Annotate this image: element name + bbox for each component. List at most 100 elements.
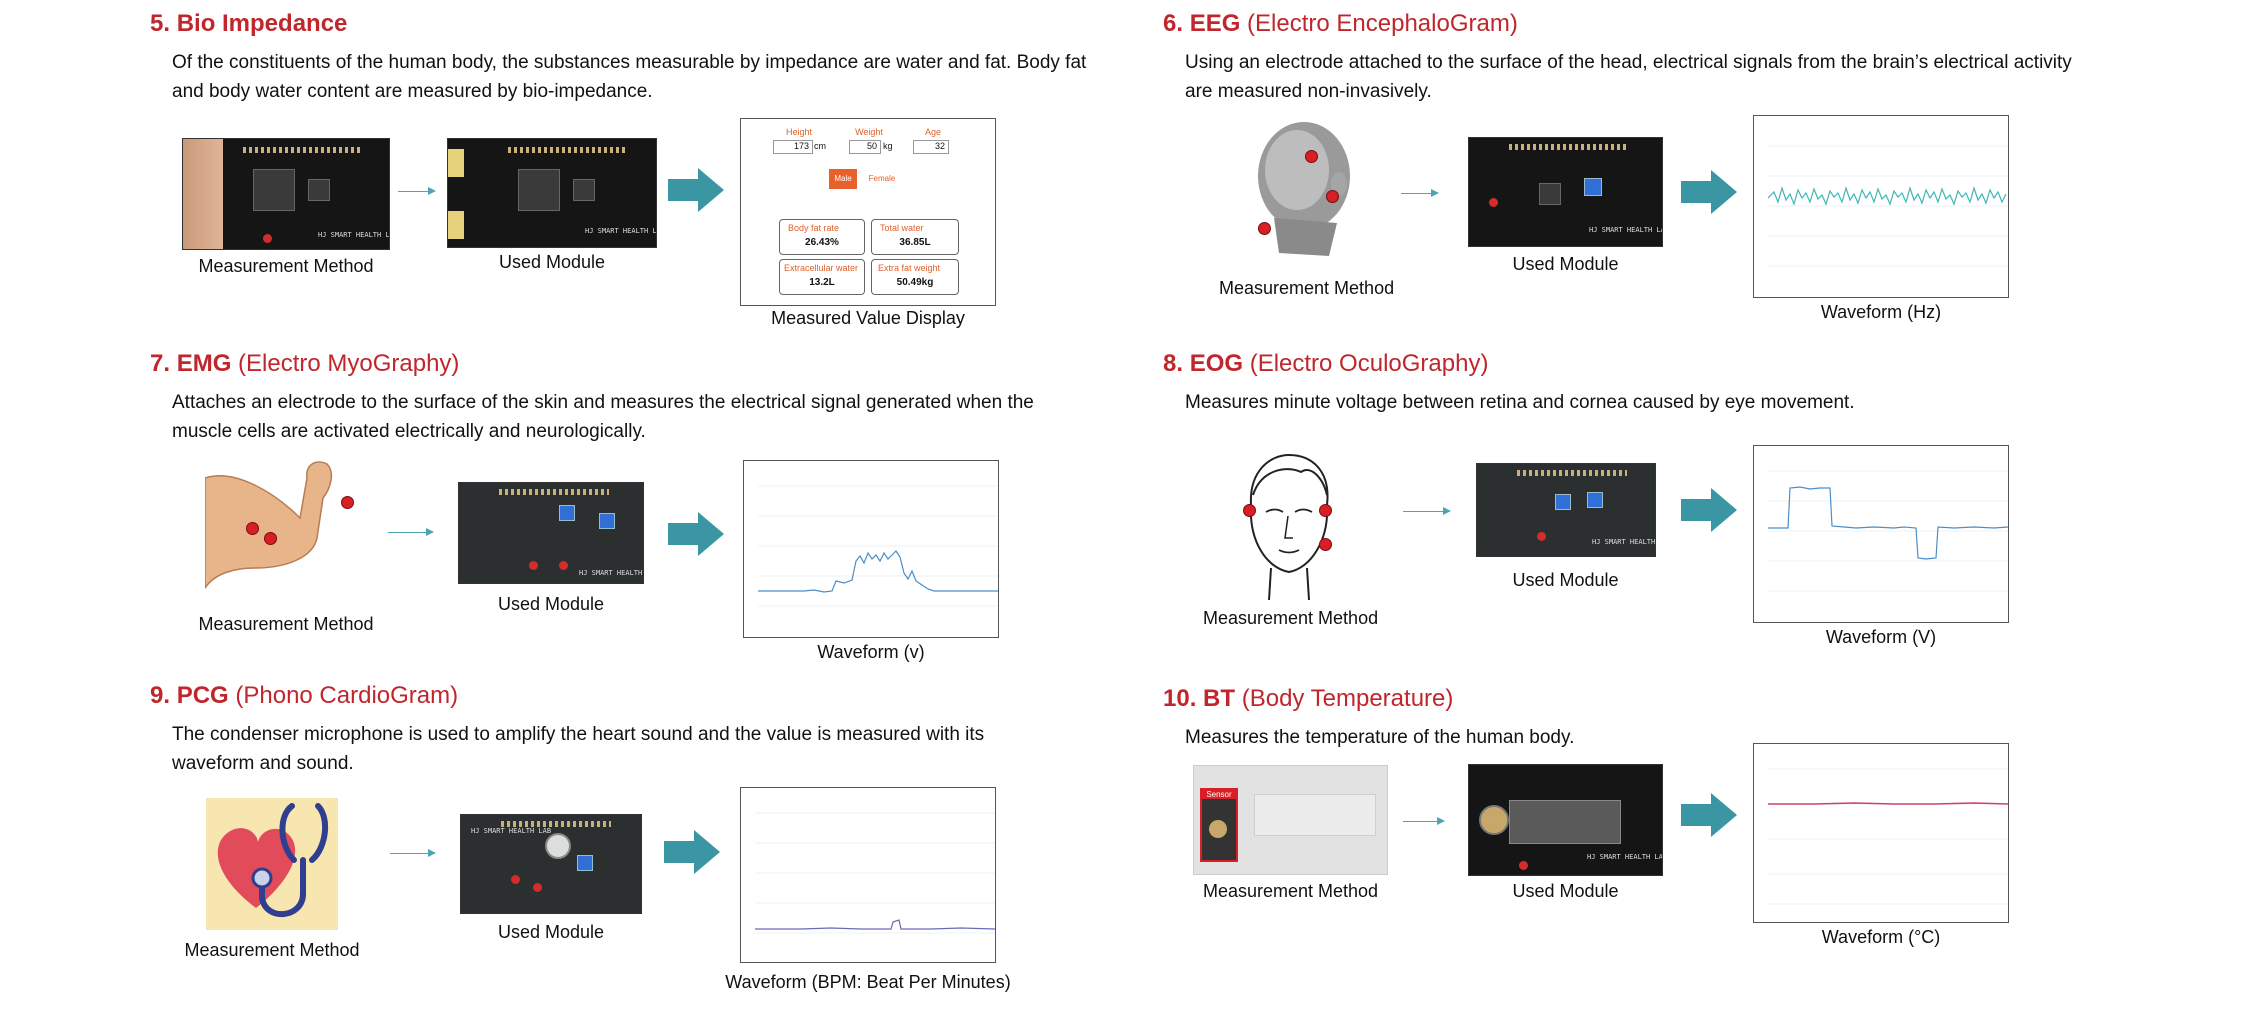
section-description: The condenser microphone is used to ampl… <box>172 720 984 778</box>
section-title: 8. EOG (Electro OculoGraphy) <box>1163 350 1488 378</box>
description-line: The condenser microphone is used to ampl… <box>172 724 985 745</box>
board-outline <box>1509 800 1621 844</box>
sensor-icon <box>1479 805 1509 835</box>
pcb-label: HJ SMART HEALTH LAB <box>1587 853 1663 861</box>
measurement-method-image: Sensor <box>1193 765 1388 875</box>
height-unit: cm <box>814 141 826 151</box>
potentiometer-icon <box>599 513 615 529</box>
caption-measurement-method: Measurement Method <box>1219 278 1395 298</box>
weight-field[interactable]: 50 <box>849 140 881 154</box>
chip-icon <box>308 179 330 201</box>
thin-arrow-icon <box>390 849 436 857</box>
electrode-marker-icon <box>1305 150 1318 163</box>
section-abbr: EEG <box>1189 10 1241 37</box>
section-pcg: 9. PCG (Phono CardioGram) The condenser … <box>150 682 1100 1018</box>
measured-value-display: Height Weight Age 173 cm 50 kg 32 Male F… <box>740 118 996 306</box>
section-number: 8. <box>1163 350 1184 377</box>
electrode-pad-icon <box>448 149 464 177</box>
section-title: 7. EMG (Electro MyoGraphy) <box>150 350 459 378</box>
electrode-marker-icon <box>1258 222 1271 235</box>
description-line: are measured non-invasively. <box>1185 81 1432 102</box>
section-description: Attaches an electrode to the surface of … <box>172 388 1034 446</box>
used-module-image: HJ SMART HEALTH LAB <box>1468 137 1663 247</box>
pin-header-icon <box>508 147 628 153</box>
pcb-label: HJ SMART HEALTH LAB <box>471 827 552 835</box>
section-full-name: (Electro MyoGraphy) <box>238 350 460 377</box>
electrode-marker-icon <box>1243 504 1256 517</box>
extra-fat-weight-result: Extra fat weight 50.49kg <box>871 259 959 295</box>
section-abbr: PCG <box>176 682 229 709</box>
section-number: 5. <box>150 10 171 37</box>
caption-used-module: Used Module <box>1512 881 1619 901</box>
electrode-pad-icon <box>448 211 464 239</box>
waveform-chart <box>1753 445 2009 623</box>
caption-used-module: Used Module <box>497 922 605 942</box>
face-icon <box>1249 453 1329 600</box>
electrode-marker-icon <box>1319 504 1332 517</box>
description-line: Measures the temperature of the human bo… <box>1185 727 1575 748</box>
waveform-chart <box>740 787 996 963</box>
led-icon <box>263 234 272 243</box>
chip-icon <box>253 169 295 211</box>
potentiometer-icon <box>1587 492 1603 508</box>
body-fat-value: 26.43% <box>805 237 839 248</box>
description-line: Of the constituents of the human body, t… <box>172 52 1087 73</box>
waveform-plot <box>1768 470 2008 592</box>
pin-header-icon <box>501 821 611 827</box>
board-outline <box>1254 794 1376 836</box>
capacitor-icon <box>533 883 542 892</box>
capacitor-icon <box>511 875 520 884</box>
pcb-label: HJ SMART HEALTH LAB <box>318 231 390 239</box>
description-line: waveform and sound. <box>172 753 354 774</box>
microphone-icon <box>545 833 571 859</box>
thin-arrow-icon <box>1401 189 1439 197</box>
head-icon <box>1258 122 1350 256</box>
finger-icon <box>183 139 223 249</box>
big-arrow-icon <box>664 830 720 874</box>
used-module-image: HJ SMART HEALTH LAB <box>1476 463 1656 557</box>
section-title: 10. BT (Body Temperature) <box>1163 685 1453 713</box>
pin-header-icon <box>243 147 363 153</box>
led-icon <box>1489 198 1498 207</box>
height-label: Height <box>785 127 812 137</box>
section-number: 10. <box>1163 685 1197 712</box>
section-eeg: 6. EEG (Electro EncephaloGram) Using an … <box>1163 10 2163 340</box>
electrode-marker-icon <box>1319 538 1332 551</box>
sensor-icon <box>1209 820 1227 838</box>
potentiometer-icon <box>1555 494 1571 510</box>
caption-waveform: Waveform (V) <box>1825 627 1937 647</box>
age-field[interactable]: 32 <box>913 140 949 154</box>
section-eog: 8. EOG (Electro OculoGraphy) Measures mi… <box>1163 350 2163 680</box>
caption-used-module: Used Module <box>497 594 605 614</box>
caption-measured-value-display: Measured Value Display <box>771 308 965 328</box>
used-module-image: HJ SMART HEALTH LAB <box>1468 764 1663 876</box>
used-module-image: HJ SMART HEALTH LAB <box>458 482 644 584</box>
section-description: Measures minute voltage between retina a… <box>1185 388 1855 417</box>
thin-arrow-icon <box>398 187 436 195</box>
thin-arrow-icon <box>1403 817 1445 825</box>
chip-icon <box>1539 183 1561 205</box>
female-button[interactable]: Female <box>868 174 896 183</box>
pin-header-icon <box>499 489 609 495</box>
pin-header-icon <box>1509 144 1629 150</box>
height-field[interactable]: 173 <box>773 140 813 154</box>
weight-unit: kg <box>883 141 893 151</box>
extracellular-water-result: Extracellular water 13.2L <box>779 259 865 295</box>
male-button[interactable]: Male <box>829 169 857 189</box>
caption-used-module: Used Module <box>1512 254 1619 274</box>
section-number: 6. <box>1163 10 1184 37</box>
used-module-image: HJ SMART HEALTH LAB <box>460 814 642 914</box>
arm-icon <box>205 461 333 590</box>
thin-arrow-icon <box>1403 507 1451 515</box>
thin-arrow-icon <box>388 528 434 536</box>
heart-stethoscope-icon <box>206 798 338 930</box>
section-abbr: BT <box>1203 685 1236 712</box>
measurement-method-image: HJ SMART HEALTH LAB <box>182 138 390 250</box>
electrode-marker-icon <box>1326 190 1339 203</box>
pcb-label: HJ SMART HEALTH LAB <box>579 569 643 577</box>
total-water-label: Total water <box>880 223 924 233</box>
caption-measurement-method: Measurement Method <box>1203 608 1379 628</box>
body-fat-label: Body fat rate <box>788 223 840 233</box>
section-abbr: EMG <box>176 350 232 377</box>
potentiometer-icon <box>577 855 593 871</box>
